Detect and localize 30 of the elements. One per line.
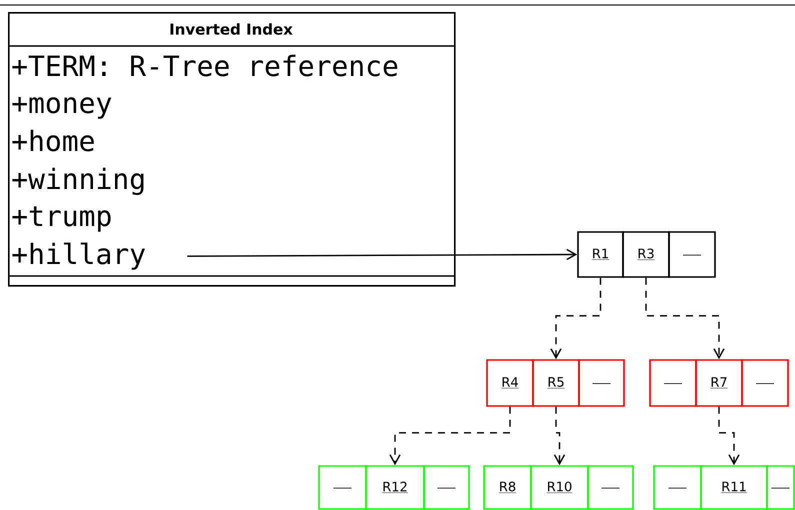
arrow (645, 278, 725, 360)
attribute-text: +hillary (12, 242, 145, 270)
empty-cell (653, 465, 702, 510)
arrow (718, 406, 740, 466)
empty-cell (668, 231, 716, 278)
attribute-text: +trump (12, 206, 111, 232)
attribute-text: +money (12, 96, 112, 119)
arrow (550, 278, 602, 360)
arrow (187, 248, 578, 260)
record-cell: R12 (365, 465, 425, 510)
empty-cell (649, 359, 697, 407)
attribute-text: +home (12, 130, 94, 152)
record-cell: R3 (622, 231, 670, 278)
record-cell: R7 (695, 359, 743, 407)
empty-cell (578, 359, 625, 407)
arrow (389, 406, 511, 466)
record-cell: R11 (700, 465, 768, 510)
empty-cell (318, 465, 367, 510)
arrow (554, 406, 566, 466)
record-cell: R8 (483, 465, 532, 510)
empty-cell (741, 359, 789, 407)
record-cell: R5 (532, 359, 580, 407)
attribute-text: +TERM: R-Tree reference (12, 54, 398, 76)
record-cell: R4 (486, 359, 534, 407)
empty-cell (423, 465, 470, 510)
attribute-text: +winning (12, 168, 144, 195)
empty-cell (766, 465, 795, 510)
empty-cell (587, 465, 634, 510)
record-cell: R10 (530, 465, 589, 510)
record-cell: R1 (577, 231, 624, 278)
